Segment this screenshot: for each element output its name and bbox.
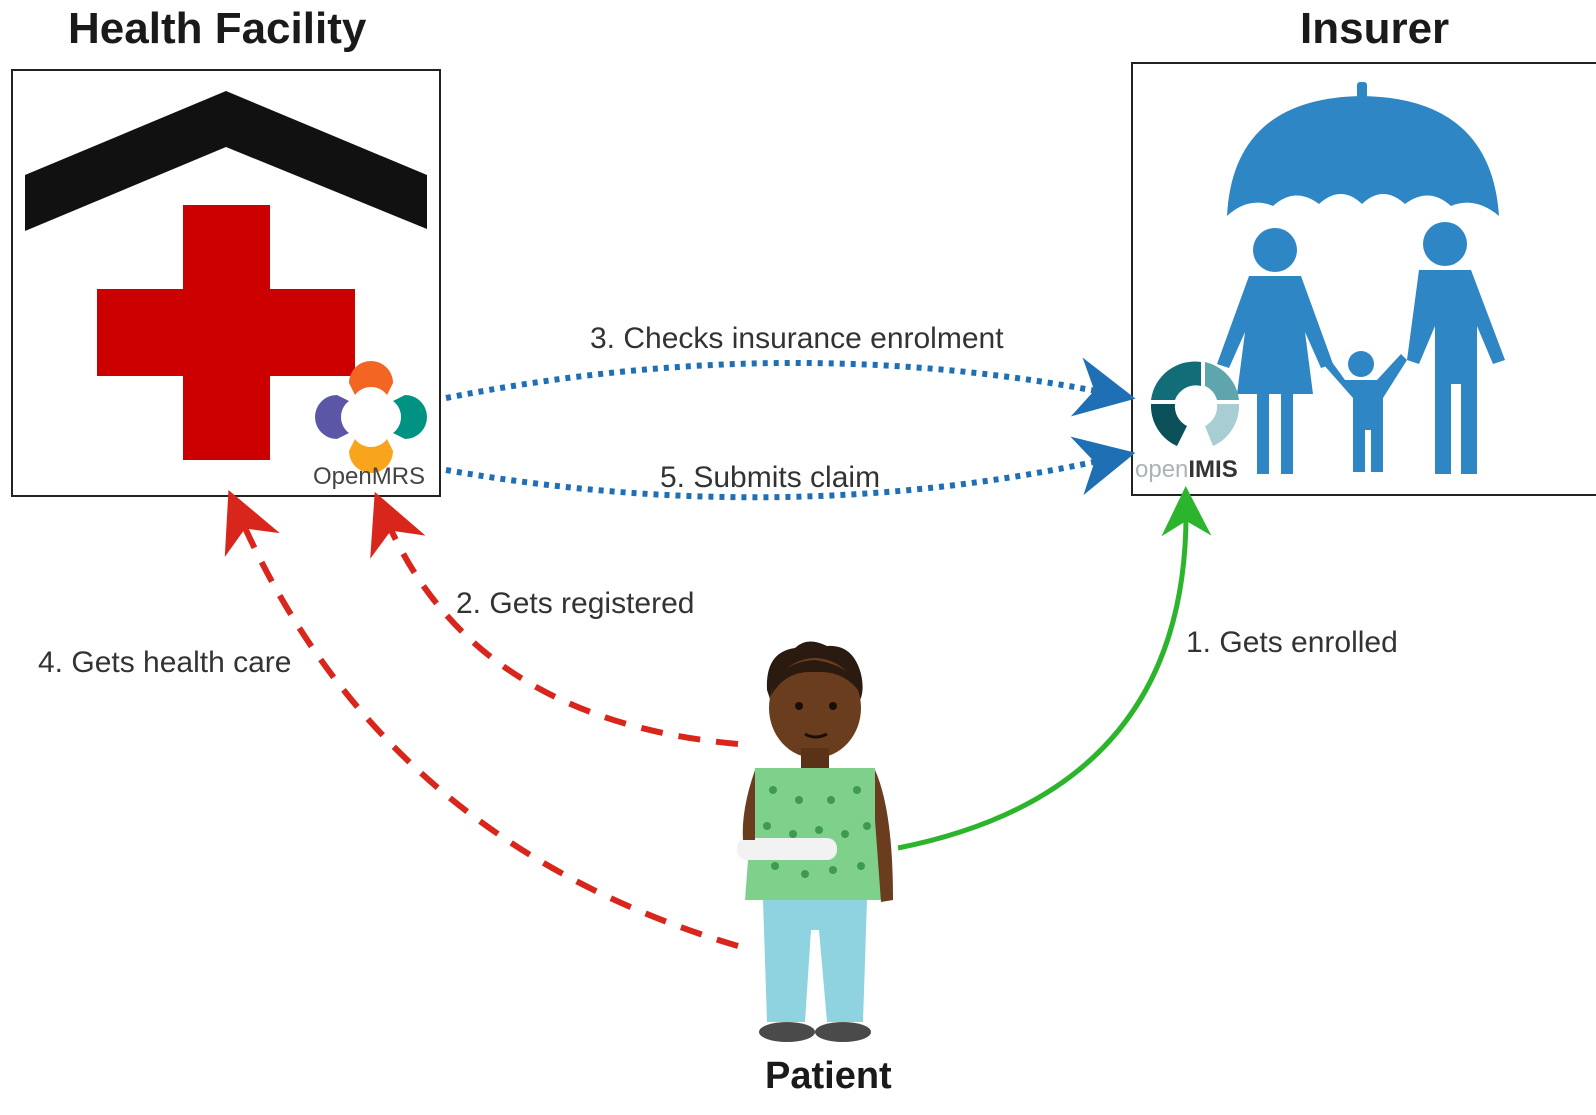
patient-figure-icon: [737, 641, 893, 1042]
step-2-label: 2. Gets registered: [456, 587, 695, 620]
step-4-label: 4. Gets health care: [38, 646, 292, 679]
arrow-gets-registered: [370, 491, 739, 747]
insurer-box: openIMIS: [1131, 62, 1596, 496]
openmrs-logo-text: OpenMRS: [313, 463, 426, 490]
openimis-logo-text: openIMIS: [1135, 456, 1238, 484]
arrow-gets-health-care: [224, 489, 739, 949]
arrow-checks-enrolment: [445, 357, 1136, 417]
arrow-gets-enrolled: [897, 486, 1212, 851]
red-cross-icon: [97, 205, 355, 460]
patient-title: Patient: [765, 1055, 892, 1097]
health-facility-box: OpenMRS: [11, 69, 441, 497]
openimis-prefix: open: [1135, 456, 1189, 483]
health-facility-title: Health Facility: [68, 4, 367, 53]
openmrs-logo: [315, 361, 427, 473]
umbrella-family-icon: [1217, 82, 1505, 474]
step-3-label: 3. Checks insurance enrolment: [590, 322, 1004, 355]
openimis-suffix: IMIS: [1188, 456, 1238, 483]
openimis-logo: [1150, 361, 1240, 446]
step-1-label: 1. Gets enrolled: [1186, 626, 1398, 659]
insurer-title: Insurer: [1300, 4, 1450, 53]
step-5-label: 5. Submits claim: [660, 461, 881, 494]
house-roof-icon: [25, 91, 427, 231]
